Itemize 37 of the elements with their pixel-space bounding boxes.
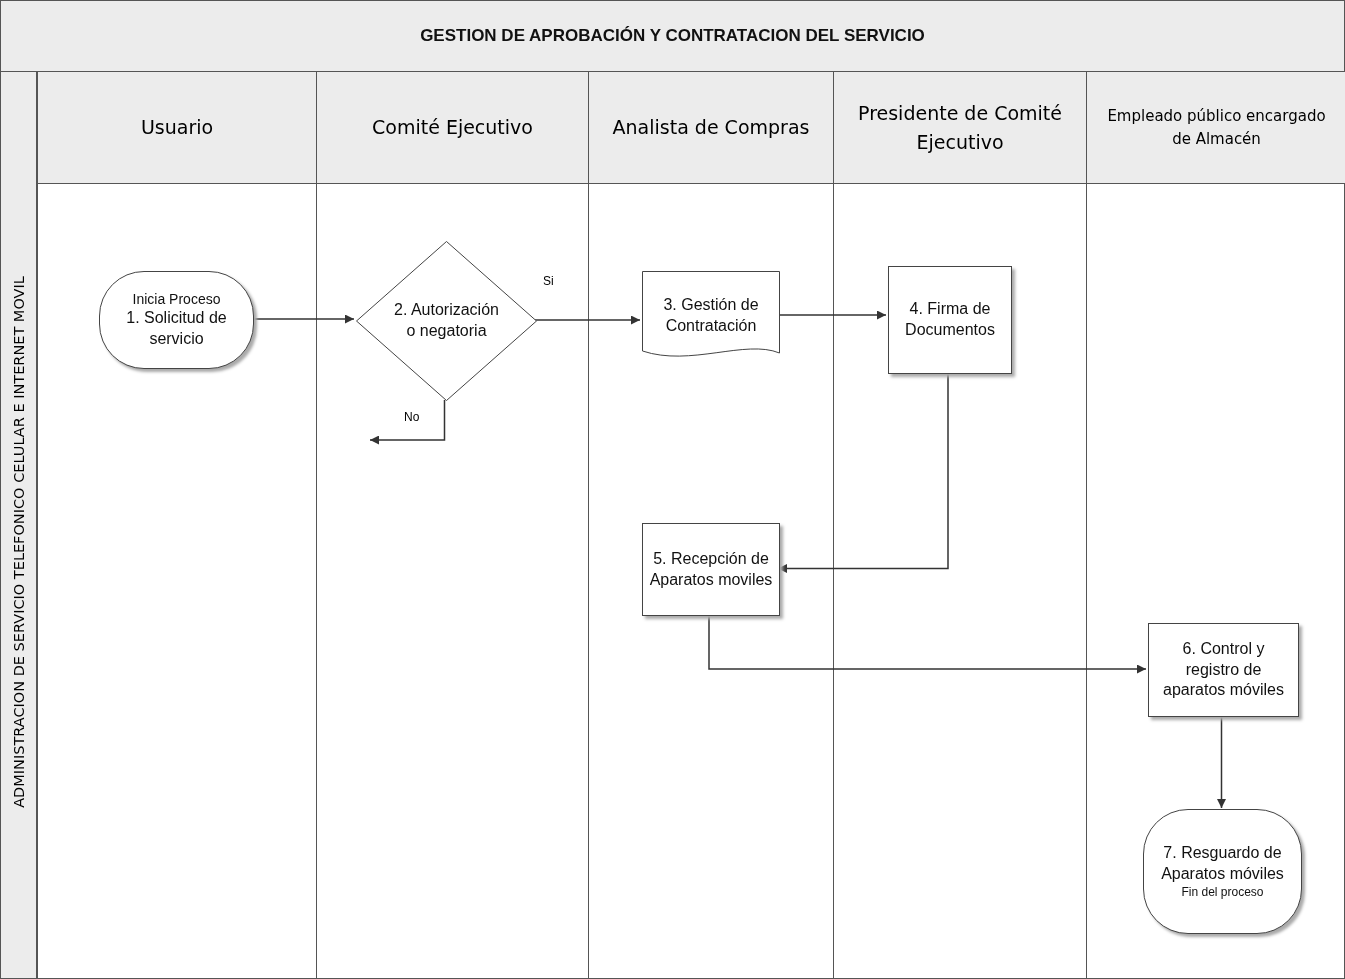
decision-diamond	[356, 241, 537, 401]
swimlane	[37, 72, 316, 979]
swimlane-pool	[0, 71, 1345, 979]
node-text: 2. Autorización o negatoria	[393, 300, 500, 341]
node-text: 7. Resguardo de Aparatos móviles	[1160, 842, 1285, 884]
terminator-shape	[99, 271, 254, 369]
arrow	[777, 310, 887, 320]
lane-header: Analista de Compras	[611, 115, 811, 141]
arrow	[777, 372, 949, 573]
node-text: Fin del proceso	[1181, 884, 1264, 901]
swimlane	[588, 72, 833, 979]
lane-header: Comité Ejecutivo	[371, 115, 534, 141]
lane-header: Empleado público encargado de Almacén	[1106, 106, 1327, 150]
swimlane	[316, 72, 588, 979]
node-text: 3. Gestión de Contratación	[662, 295, 760, 336]
process-box	[1148, 623, 1299, 717]
arrow	[369, 399, 446, 445]
node-text: 4. Firma de Documentos	[904, 299, 996, 340]
node-text: 6. Control y registro de aparatos móviles	[1162, 638, 1285, 701]
lane-header: Usuario	[139, 115, 215, 141]
arrow	[251, 314, 355, 324]
node-text: 5. Recepción de Aparatos moviles	[649, 548, 773, 590]
swimlane	[1086, 72, 1345, 979]
node-text: Inicia Proceso	[132, 290, 221, 309]
edge-label: Si	[541, 274, 556, 288]
edge-label: No	[402, 410, 422, 424]
diagram-title: GESTION DE APROBACIÓN Y CONTRATACION DEL SERVICIO	[420, 26, 925, 46]
arrow	[1217, 715, 1226, 809]
process-box	[642, 523, 780, 616]
process-box	[888, 266, 1012, 374]
lane-header: Presidente de Comité Ejecutivo	[857, 101, 1063, 155]
node-text: 1. Solicitud de servicio	[125, 308, 228, 350]
arrow	[708, 614, 1147, 674]
arrow	[534, 315, 641, 325]
pool-label: ADMINISTRACION DE SERVICIO TELEFONICO CELULAR E INTERNET MOVIL	[11, 276, 27, 808]
terminator-shape	[1143, 809, 1302, 934]
swimlane	[833, 72, 1086, 979]
